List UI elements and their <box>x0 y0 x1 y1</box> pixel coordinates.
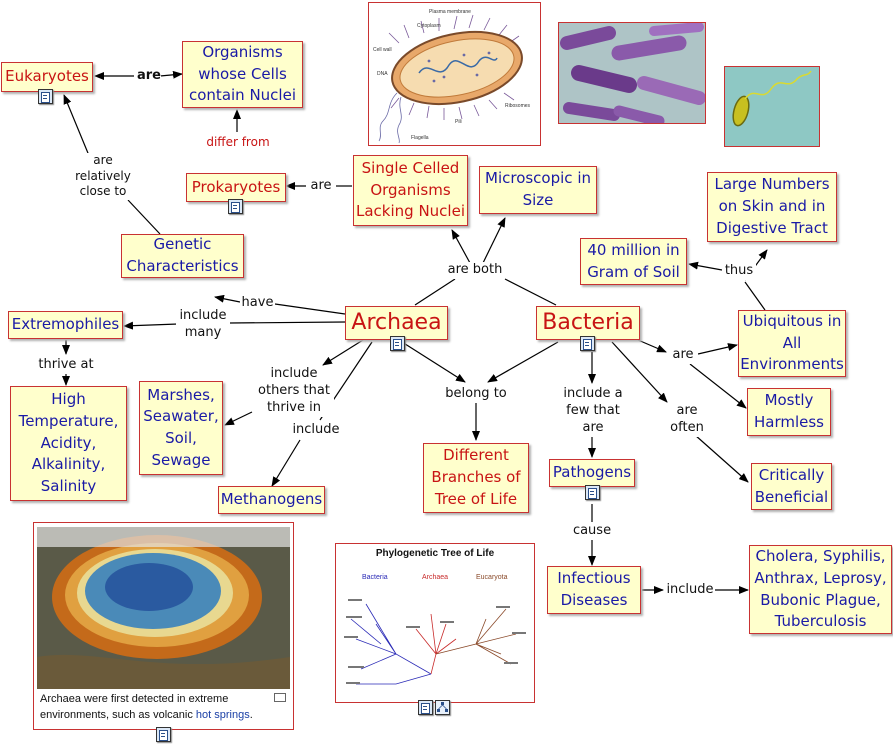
phylo-label-archaea: Archaea <box>422 574 449 581</box>
concept-map-link-icon[interactable] <box>435 700 450 715</box>
link-label-belong-to: belong to <box>443 386 509 403</box>
link-label-are: are <box>137 68 162 85</box>
flagellated-bacterium-image[interactable] <box>724 66 820 147</box>
document-icon[interactable] <box>390 336 405 351</box>
link-label-include-many: include many <box>176 308 230 342</box>
link-label-have: have <box>240 295 275 312</box>
bacteria-micrograph-illustration <box>559 23 705 123</box>
phylogenetic-tree-title: Phylogenetic Tree of Life <box>375 548 495 559</box>
node-prokaryotes[interactable]: Prokaryotes <box>186 173 286 202</box>
link-label-are: are <box>668 347 698 364</box>
bacteria-micrograph-image[interactable] <box>558 22 706 124</box>
document-icon[interactable] <box>418 700 433 715</box>
diagram-label: Ribosomes <box>505 103 531 109</box>
diagram-label: Cell wall <box>373 47 392 53</box>
node-large-numbers[interactable]: Large Numbers on Skin and in Digestive T… <box>707 172 837 242</box>
phylogenetic-tree-image[interactable]: Phylogenetic Tree of Life Bacteria Archa… <box>335 543 535 703</box>
node-eukaryotes[interactable]: Eukaryotes <box>1 62 93 92</box>
link-label-thrive-at: thrive at <box>35 357 97 374</box>
node-bacteria[interactable]: Bacteria <box>536 306 640 340</box>
node-ubiquitous[interactable]: Ubiquitous in All Environments <box>738 310 846 377</box>
phylo-label-eucaryota: Eucaryota <box>476 574 508 581</box>
link-label-cause: cause <box>570 523 614 540</box>
node-extremophiles[interactable]: Extremophiles <box>8 311 123 339</box>
link-label-differ-from: differ from <box>200 135 276 151</box>
bacterium-diagram-image[interactable]: Plasma membrane Cytoplasm Cell wall DNA … <box>368 2 541 146</box>
enlarge-icon[interactable] <box>274 693 286 702</box>
hot-spring-illustration <box>37 527 290 689</box>
node-pathogens[interactable]: Pathogens <box>549 459 635 487</box>
link-label-include-others-that-thrive-in: include others that thrive in <box>254 366 334 417</box>
node-organisms-whose-cells-contain-nuclei[interactable]: Organisms whose Cells contain Nuclei <box>182 41 303 108</box>
document-icon[interactable] <box>585 485 600 500</box>
node-mostly-harmless[interactable]: Mostly Harmless <box>747 388 831 436</box>
link-label-are-both: are both <box>445 262 505 279</box>
diagram-label: Pili <box>455 119 462 125</box>
document-icon[interactable] <box>580 336 595 351</box>
node-genetic-characteristics[interactable]: Genetic Characteristics <box>121 234 244 278</box>
hot-spring-image[interactable]: Archaea were first detected in extreme e… <box>33 522 294 730</box>
node-methanogens[interactable]: Methanogens <box>218 486 325 514</box>
node-single-celled-organisms-lacking-nuclei[interactable]: Single Celled Organisms Lacking Nuclei <box>353 155 468 226</box>
diagram-label: DNA <box>377 71 388 77</box>
document-icon[interactable] <box>228 199 243 214</box>
node-critically-beneficial[interactable]: Critically Beneficial <box>751 463 832 510</box>
phylogenetic-tree-branches <box>344 599 526 685</box>
node-infectious-diseases[interactable]: Infectious Diseases <box>547 566 641 614</box>
node-marshes[interactable]: Marshes, Seawater, Soil, Sewage <box>139 381 223 475</box>
node-archaea[interactable]: Archaea <box>345 306 448 340</box>
link-label-include: include <box>290 422 342 439</box>
link-label-are-often: are often <box>665 403 709 437</box>
phylo-label-bacteria: Bacteria <box>362 574 388 581</box>
diagram-label: Cytoplasm <box>417 23 441 29</box>
document-icon[interactable] <box>38 89 53 104</box>
hot-spring-caption: Archaea were first detected in extreme e… <box>40 693 253 721</box>
node-different-branches[interactable]: Different Branches of Tree of Life <box>423 443 529 513</box>
node-40-million[interactable]: 40 million in Gram of Soil <box>580 238 687 285</box>
node-high-temperature[interactable]: High Temperature, Acidity, Alkalinity, S… <box>10 386 127 501</box>
link-label-thus: thus <box>722 263 756 280</box>
node-microscopic-in-size[interactable]: Microscopic in Size <box>479 166 597 214</box>
map-glyph <box>437 702 448 712</box>
hot-springs-link[interactable]: hot springs <box>195 708 250 721</box>
diagram-label: Plasma membrane <box>429 9 471 15</box>
link-label-include-a-few-that-are: include a few that are <box>558 386 628 437</box>
document-icon[interactable] <box>156 727 171 742</box>
link-label-include: include <box>665 582 715 599</box>
diagram-label: Flagella <box>411 135 429 141</box>
link-label-are-relatively-close-to: are relatively close to <box>69 153 137 200</box>
bacterium-diagram-illustration: Plasma membrane Cytoplasm Cell wall DNA … <box>373 9 531 144</box>
node-cholera-list[interactable]: Cholera, Syphilis, Anthrax, Leprosy, Bub… <box>749 545 892 634</box>
link-label-are: are <box>307 178 335 195</box>
flagellated-bacterium-illustration <box>725 67 819 146</box>
